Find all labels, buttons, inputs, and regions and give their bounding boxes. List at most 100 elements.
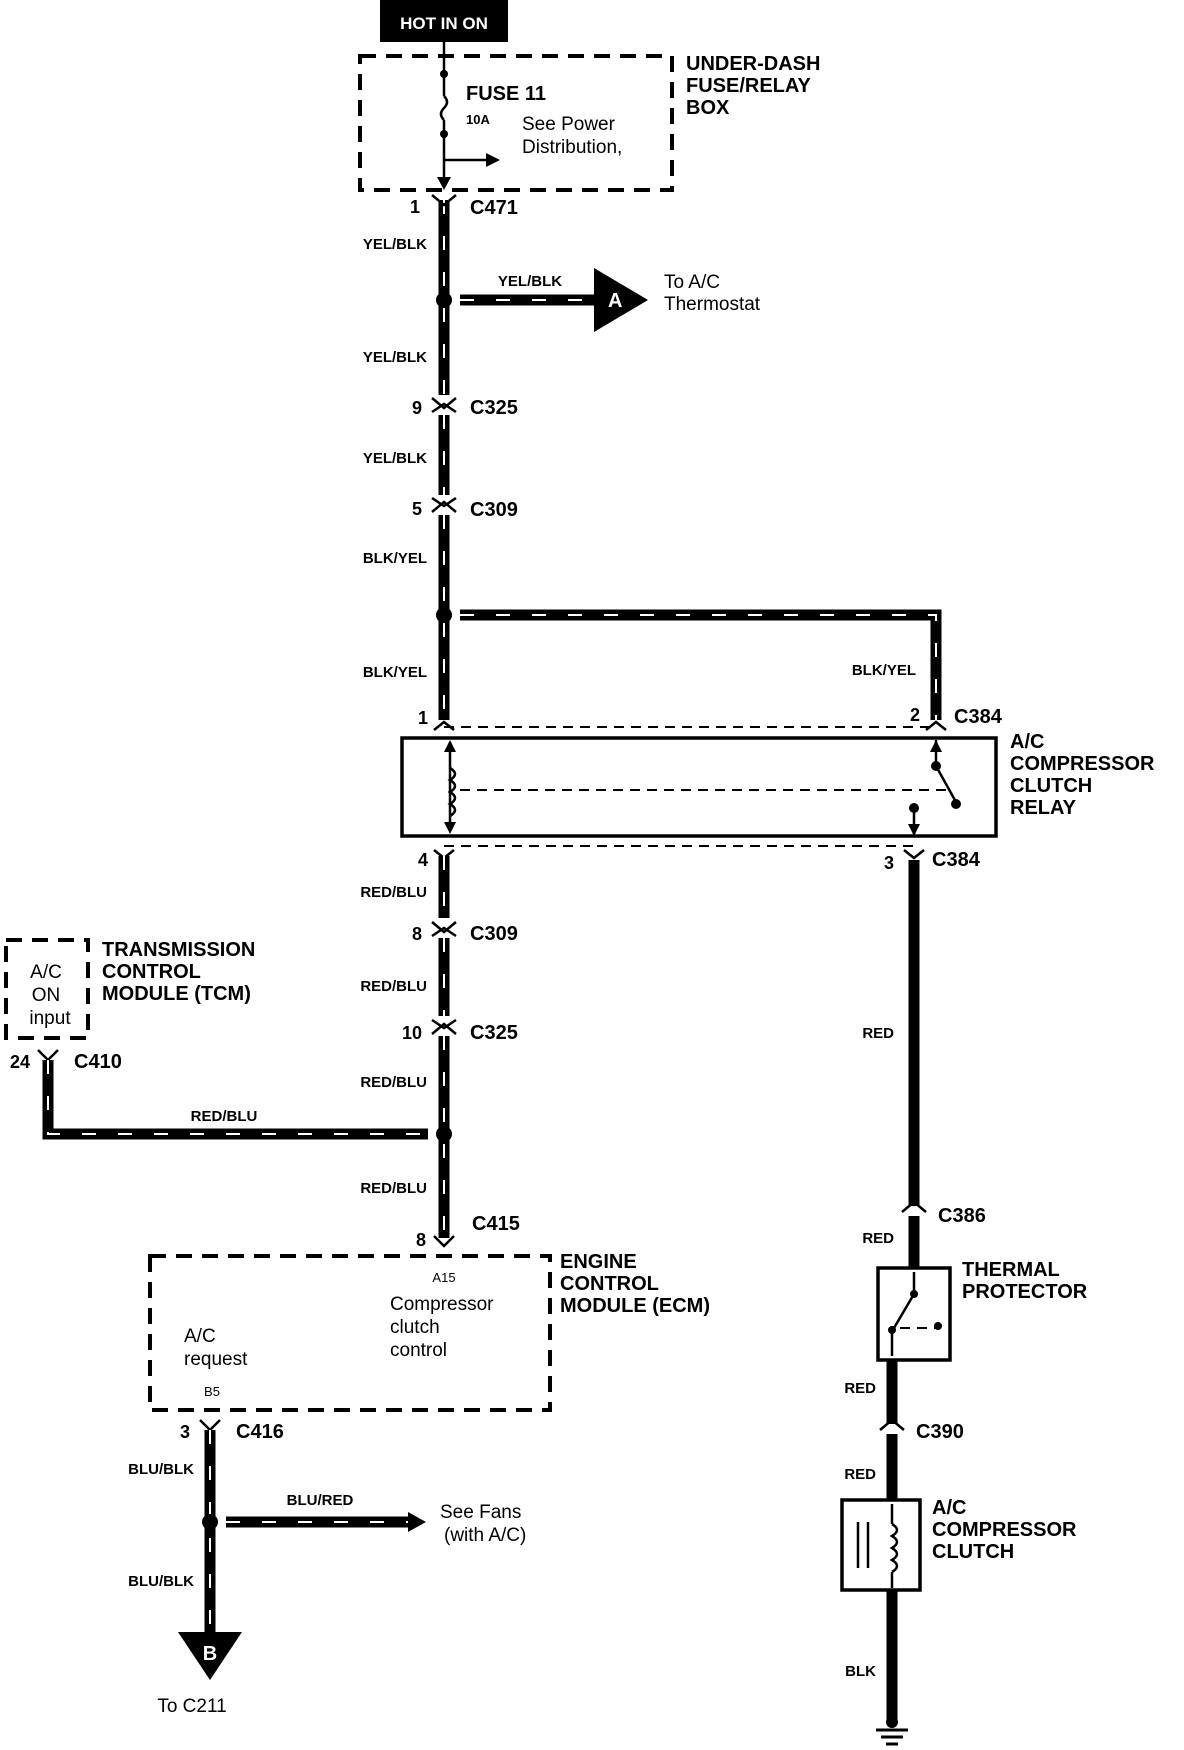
relay-pin-3: 3 (884, 853, 894, 873)
ecm-title-2: CONTROL (560, 1273, 659, 1295)
ecm-a15-line-2: clutch (390, 1317, 440, 1338)
c386-label: C386 (938, 1205, 986, 1227)
compressor-clutch (840, 1498, 922, 1592)
wire-label-w11: RED/BLU (191, 1108, 258, 1125)
relay-pin-2: 2 (910, 705, 920, 725)
wire-label-w3: YEL/BLK (363, 349, 427, 366)
fuse-dot-top (440, 70, 448, 78)
c471-pin: 1 (410, 197, 420, 217)
c309-upper-pin: 5 (412, 499, 422, 519)
c309-lower-label: C309 (470, 923, 518, 945)
fuse-out-arrow-icon (437, 177, 451, 190)
ecm-a15-line-1: Compressor (390, 1294, 494, 1315)
c415-connector-icon (433, 1235, 455, 1248)
fans-ref-line-1: See Fans (440, 1502, 521, 1523)
c309-upper-connector-icon (431, 500, 457, 513)
fuse-note-2: Distribution, (522, 137, 622, 158)
wire-label-w5: BLK/YEL (363, 550, 427, 567)
tcm-inner-3: input (29, 1008, 71, 1029)
relay-title-4: RELAY (1010, 797, 1077, 819)
fuse-dot-bottom (440, 130, 448, 138)
c386-connector-icon (901, 1200, 927, 1213)
ecm-pin-a15: A15 (432, 1270, 455, 1285)
thermal-switch-icon (892, 1293, 916, 1329)
ecm-pin-b5: B5 (204, 1384, 220, 1399)
tcm-title-1: TRANSMISSION (102, 939, 255, 961)
splice-thermostat (436, 292, 452, 308)
wire-label-w17: BLK (845, 1663, 876, 1680)
wire-label-w6: BLK/YEL (363, 664, 427, 681)
tcm-inner-2: ON (32, 985, 61, 1006)
thermal-title-2: PROTECTOR (962, 1281, 1088, 1303)
fuse-symbol (439, 95, 449, 121)
c384-top-label: C384 (954, 706, 1003, 728)
hot-in-on-label: HOT IN ON (400, 14, 488, 33)
c325-lower-connector-icon (431, 1022, 457, 1035)
c410-connector-icon (37, 1049, 59, 1062)
c416-pin: 3 (180, 1422, 190, 1442)
clutch-title-2: COMPRESSOR (932, 1519, 1077, 1541)
wire-label-w14: RED (862, 1230, 894, 1247)
clutch-title-1: A/C (932, 1497, 966, 1519)
wire-label-w8: RED/BLU (360, 884, 427, 901)
thermostat-ref-line-1: To A/C (664, 272, 720, 293)
wire-label-w4: YEL/BLK (363, 450, 427, 467)
c410-label: C410 (74, 1051, 122, 1073)
wire-label-w9: RED/BLU (360, 978, 427, 995)
wire-label-w20: BLU/BLK (128, 1573, 194, 1590)
hot-in-on-tag (380, 0, 508, 42)
c325-upper-label: C325 (470, 397, 518, 419)
wire-label-w2: YEL/BLK (498, 273, 562, 290)
thermostat-ref-letter: A (608, 290, 622, 312)
fuse-rating: 10A (466, 112, 490, 127)
wire-label-w7: BLK/YEL (852, 662, 916, 679)
relay-title-2: COMPRESSOR (1010, 753, 1155, 775)
fans-arrow-icon (408, 1512, 426, 1532)
splice-tcm (436, 1126, 452, 1142)
wire-label-w15: RED (844, 1380, 876, 1397)
thermostat-ref-line-2: Thermostat (664, 294, 761, 315)
thermal-title-1: THERMAL (962, 1259, 1060, 1281)
splice-fans (202, 1514, 218, 1530)
tcm-box (4, 938, 90, 1040)
fuse-relay-box (358, 54, 674, 192)
wire-label-w16: RED (844, 1466, 876, 1483)
c390-connector-icon (879, 1418, 905, 1431)
c309-lower-pin: 8 (412, 924, 422, 944)
relay-switch-icon (934, 765, 958, 803)
wire-label-w12: RED/BLU (360, 1180, 427, 1197)
c309-upper-label: C309 (470, 499, 518, 521)
fans-ref-line-2: (with A/C) (444, 1525, 526, 1546)
c416-connector-icon (199, 1419, 221, 1432)
ecm-box (148, 1254, 552, 1412)
tcm-inner-1: A/C (30, 962, 62, 983)
fuse-box-title-2: FUSE/RELAY (686, 75, 812, 97)
tcm-title-2: CONTROL (102, 961, 201, 983)
thermostat-ref-arrow-icon (594, 268, 648, 332)
thermal-protector (876, 1266, 952, 1362)
c309-lower-connector-icon (431, 921, 457, 934)
fuse-box-title-3: BOX (686, 97, 730, 119)
c415-pin: 8 (416, 1230, 426, 1250)
c211-ref-arrow-icon (178, 1632, 242, 1680)
c211-ref-label: To C211 (157, 1696, 226, 1717)
c415-label: C415 (472, 1213, 520, 1235)
wire-label-w13: RED (862, 1025, 894, 1042)
c325-upper-connector-icon (431, 397, 457, 410)
power-dist-arrow-icon (486, 153, 500, 167)
ecm-title-1: ENGINE (560, 1251, 637, 1273)
tcm-title-3: MODULE (TCM) (102, 983, 251, 1005)
ecm-b5-line-1: A/C (184, 1326, 216, 1347)
wire-label-w19: BLU/RED (287, 1492, 354, 1509)
wire-label-w10: RED/BLU (360, 1074, 427, 1091)
c325-lower-label: C325 (470, 1022, 518, 1044)
c384-bottom-label: C384 (932, 849, 981, 871)
relay-pin-1: 1 (418, 708, 428, 728)
c325-upper-pin: 9 (412, 398, 422, 418)
c416-label: C416 (236, 1421, 284, 1443)
clutch-title-3: CLUTCH (932, 1541, 1014, 1563)
compressor-clutch-relay (400, 736, 998, 838)
clutch-coil-icon (889, 1522, 899, 1574)
